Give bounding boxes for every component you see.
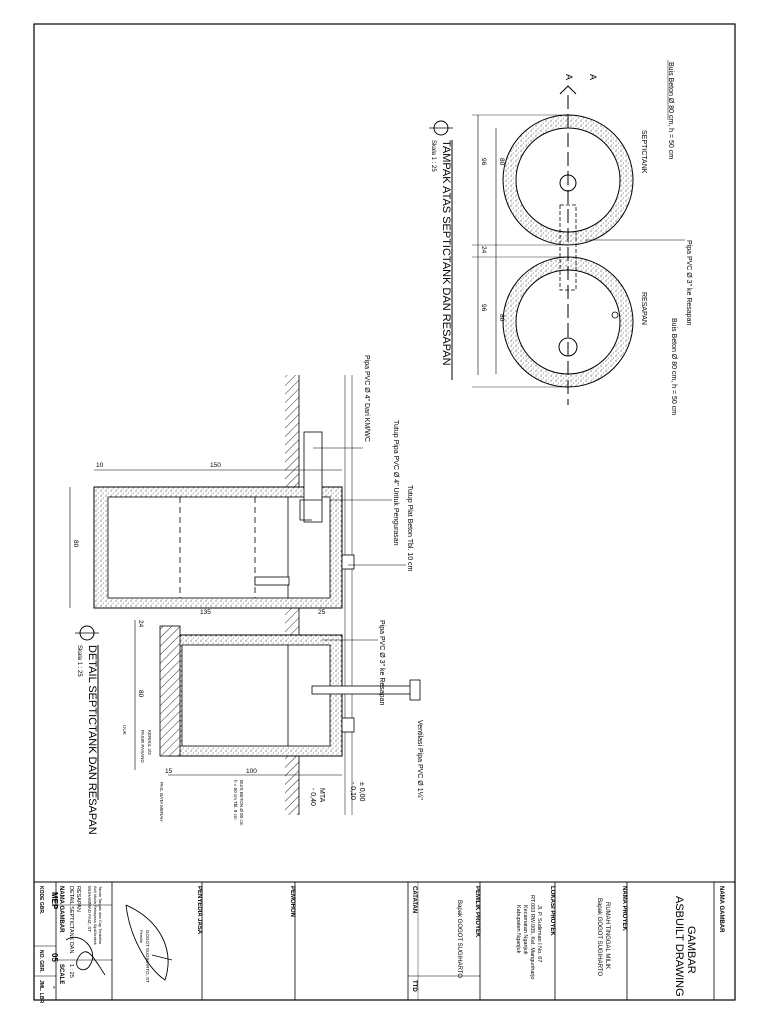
- top-view: A A 96 80 24 96 80 SEPTICTANK RESAPAN Bu…: [429, 60, 692, 415]
- signer-1-name: GOGOT SUGIHARTO, ST: [145, 930, 150, 983]
- vent-label: Ventilasi Pipa PVC Ø 1¼": [416, 720, 423, 800]
- nama-gambar-header: NAMA GAMBAR: [718, 886, 724, 933]
- pipe-resapan-label: Pipa PVC Ø 3" ke Resapan: [685, 240, 692, 325]
- proyek-line-2: Bapak GOGOT SUGIHARTO: [596, 898, 602, 976]
- dim-96-b: 96: [480, 304, 487, 312]
- dim-80-a: 80: [498, 158, 505, 166]
- nama-proyek-header: NAMA PROYEK: [621, 886, 627, 931]
- section-marker: A: [564, 74, 574, 80]
- septic-label: SEPTICTANK: [640, 130, 647, 174]
- signer-1-role: Pemilik: [139, 930, 144, 943]
- signer-2-name: MUHAMMAD FAIZ, ST: [87, 886, 92, 932]
- kode-value: MEP: [50, 892, 59, 910]
- sheet-border: [33, 23, 736, 1001]
- dim-96-a: 96: [480, 158, 487, 166]
- dim-25: 25: [318, 609, 326, 616]
- jml-value: -: [50, 986, 59, 989]
- mta-label: MTA: [318, 788, 325, 803]
- section-detail: 10 150 80 135 25 24 80 15 100 Pipa PVC Ø…: [69, 355, 423, 835]
- signature-1-stroke: [151, 954, 173, 961]
- dim-24: 24: [137, 620, 144, 628]
- nama-gambar-header-2: NAMA GAMBAR: [58, 886, 64, 933]
- outlet-pipe: [254, 576, 290, 586]
- dim-10: 10: [96, 462, 104, 469]
- inlet-tee: [299, 499, 322, 521]
- cap-inlet-label: Tutup Pipa PVC Ø 4" Untuk Pengurasan: [392, 420, 399, 546]
- pemilik-value: Bapak GOGOT SUGIHARTO: [456, 900, 462, 978]
- jml-header: JML. LBR: [38, 980, 44, 1003]
- detail-title: DETAIL SEPTICTANK DAN RESAPAN: [86, 645, 98, 835]
- gravel-layer: [159, 625, 181, 757]
- resapan-cap: [341, 717, 355, 733]
- dim-80-b: 80: [498, 314, 505, 322]
- inlet-pipe: [303, 431, 323, 523]
- buis-note: BUIS BETON Ø 80 cm: [239, 780, 244, 826]
- kerikil-label: KERIKIL 2/3: [147, 730, 152, 755]
- mta-value: - 0,40: [309, 788, 316, 806]
- buis-resapan-label: Buis Beton Ø 80 cm, h = 50 cm: [670, 318, 677, 415]
- buis-note-2: h = 50 cm Tbl. 8 cm: [233, 780, 238, 820]
- title-block: KODE GBR. NO. GBR. JML. LBR MEP 05 - NAM…: [34, 882, 724, 1003]
- signer-2-role-a: Ahli Muda Rekayasa Sipil/Arsitek: [93, 886, 98, 945]
- buis-septic-label: Buis Beton Ø 80 cm, h = 50 cm: [667, 62, 674, 159]
- lokasi-header: LOKASI PROYEK: [549, 886, 555, 936]
- penyedia-header: PENYEDIA JASA: [196, 886, 202, 935]
- cleanout-cap: [341, 554, 355, 570]
- signer-2-role-b: Tanda Tangan dan Cap Terdaftar: [98, 886, 103, 945]
- nama-gambar-value-2: RESAPAN: [75, 886, 81, 912]
- signature-1: [125, 904, 169, 981]
- section-marker-b: A: [588, 74, 598, 80]
- dim-15: 15: [165, 768, 173, 775]
- dim-24: 24: [480, 246, 487, 254]
- level-010-label: - 0,10: [349, 782, 356, 800]
- slab-label: Tutup Plat Beton Tbl. 10 cm: [406, 485, 413, 572]
- no-header: NO. GBR.: [38, 950, 44, 973]
- dim-80: 80: [72, 540, 79, 548]
- resapan-label: RESAPAN: [640, 292, 647, 325]
- pemilik-header: PEMILIK PROYEK: [474, 886, 480, 938]
- signature-2: [65, 937, 106, 976]
- catatan-header: CATATAN: [411, 886, 417, 913]
- nama-gambar-value-1: DETAIL SEPTICTANK DAN: [68, 886, 74, 953]
- dim-150: 150: [210, 462, 221, 469]
- lokasi-line-4: Kabupaten Nganjuk: [515, 905, 521, 954]
- pasir-label: PASIR PASANG: [140, 730, 145, 763]
- pipe-inlet-label: Pipa PVC Ø 4" Dari KM/WC: [363, 355, 370, 442]
- top-view-title: TAMPAK ATAS SEPTICTANK DAN RESAPAN: [440, 140, 452, 366]
- septic-chamber: [107, 496, 331, 599]
- skala-header: SCALE: [58, 964, 64, 984]
- dim-100: 100: [246, 768, 257, 775]
- ttd-header: TTD: [411, 980, 417, 992]
- dim-135: 135: [200, 609, 211, 616]
- ijuk-label: IJUK: [122, 725, 127, 735]
- no-value: 05: [50, 953, 59, 962]
- resapan-vent-hole: [611, 311, 619, 319]
- asbuilt-label: ASBUILT DRAWING: [673, 896, 685, 997]
- kode-header: KODE GBR.: [38, 886, 44, 915]
- lokasi-line-3: Kecamatan Nganjuk: [522, 905, 528, 955]
- lokasi-line-1: Jl. P. Sudirman I No. 67: [536, 905, 542, 962]
- lokasi-line-2: RT.003 RW.005, Kel. Mangunharjo: [529, 895, 535, 980]
- pipe-resapan-detail: Pipa PVC Ø 3" ke Resapan: [378, 620, 385, 705]
- level-0-label: ± 0,00: [358, 782, 365, 802]
- section-arrow: [559, 85, 577, 95]
- vent-pipe: [311, 685, 413, 695]
- vent-cap: [409, 679, 421, 701]
- bata-label: PAS. BATA MERAH: [159, 782, 164, 822]
- pemohon-header: PEMOHON: [289, 886, 295, 917]
- detail-scale: Skala 1 : 25: [76, 645, 82, 677]
- top-view-scale: Skala 1 : 25: [430, 140, 436, 172]
- skala-value: 1 : 25: [68, 964, 74, 978]
- dim-80b: 80: [137, 690, 144, 698]
- resapan-chamber: [181, 644, 331, 747]
- gambar-label: GAMBAR: [685, 926, 697, 974]
- proyek-line-1: RUMAH TINGGAL MILIK: [604, 902, 610, 969]
